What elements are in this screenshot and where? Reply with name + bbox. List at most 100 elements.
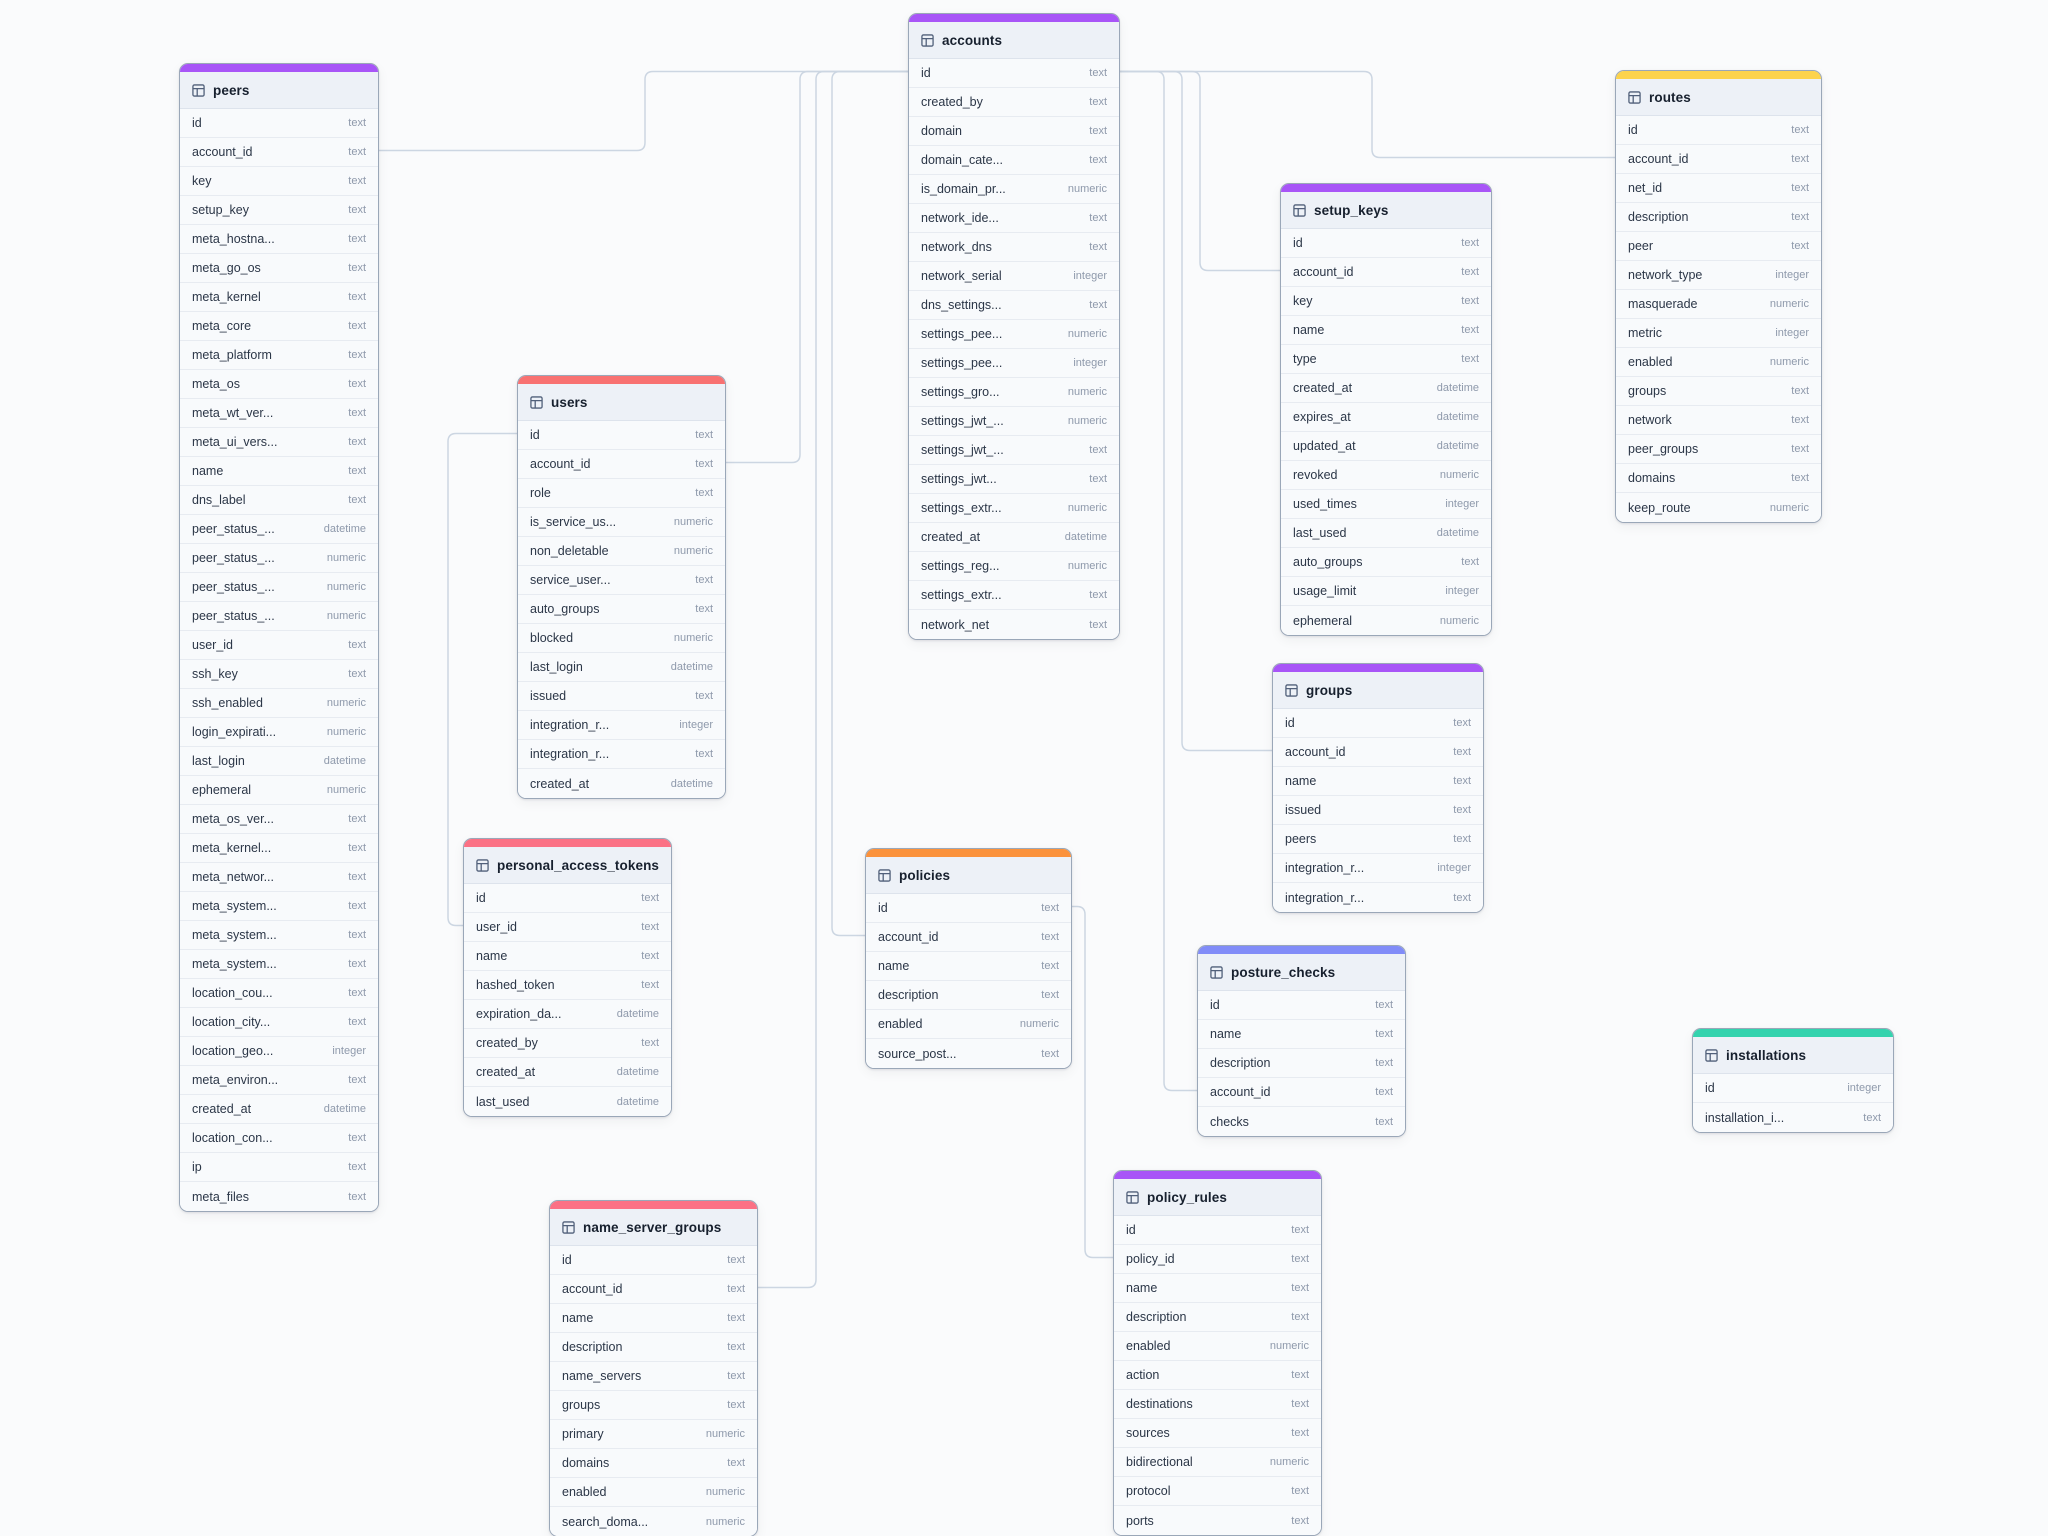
- table-row[interactable]: meta_hostna...text: [180, 225, 378, 254]
- table-row[interactable]: settings_reg...numeric: [909, 552, 1119, 581]
- table-header[interactable]: peers: [180, 72, 378, 109]
- table-header[interactable]: groups: [1273, 672, 1483, 709]
- table-header[interactable]: policies: [866, 857, 1071, 894]
- table-row[interactable]: installation_i...text: [1693, 1103, 1893, 1132]
- table-row[interactable]: integration_r...text: [518, 740, 725, 769]
- table-row[interactable]: login_expirati...numeric: [180, 718, 378, 747]
- table-header[interactable]: setup_keys: [1281, 192, 1491, 229]
- table-row[interactable]: integration_r...text: [1273, 883, 1483, 912]
- table-row[interactable]: peer_status_...numeric: [180, 602, 378, 631]
- table-row[interactable]: integration_r...integer: [518, 711, 725, 740]
- table-row[interactable]: settings_pee...integer: [909, 349, 1119, 378]
- table-row[interactable]: expiration_da...datetime: [464, 1000, 671, 1029]
- table-header[interactable]: users: [518, 384, 725, 421]
- table-row[interactable]: source_post...text: [866, 1039, 1071, 1068]
- table-row[interactable]: dns_settings...text: [909, 291, 1119, 320]
- table-row[interactable]: is_domain_pr...numeric: [909, 175, 1119, 204]
- table-header[interactable]: installations: [1693, 1037, 1893, 1074]
- table-header[interactable]: policy_rules: [1114, 1179, 1321, 1216]
- table-row[interactable]: peer_status_...datetime: [180, 515, 378, 544]
- table-row[interactable]: settings_extr...text: [909, 581, 1119, 610]
- table-header[interactable]: accounts: [909, 22, 1119, 59]
- table-row[interactable]: meta_networ...text: [180, 863, 378, 892]
- table-row[interactable]: meta_ui_vers...text: [180, 428, 378, 457]
- table-row[interactable]: network_ide...text: [909, 204, 1119, 233]
- table-row[interactable]: settings_jwt...text: [909, 465, 1119, 494]
- table-row[interactable]: settings_pee...numeric: [909, 320, 1119, 349]
- table-row[interactable]: service_user...text: [518, 566, 725, 595]
- table-row[interactable]: settings_gro...numeric: [909, 378, 1119, 407]
- table-row[interactable]: location_geo...integer: [180, 1037, 378, 1066]
- table-row[interactable]: peer_status_...numeric: [180, 544, 378, 573]
